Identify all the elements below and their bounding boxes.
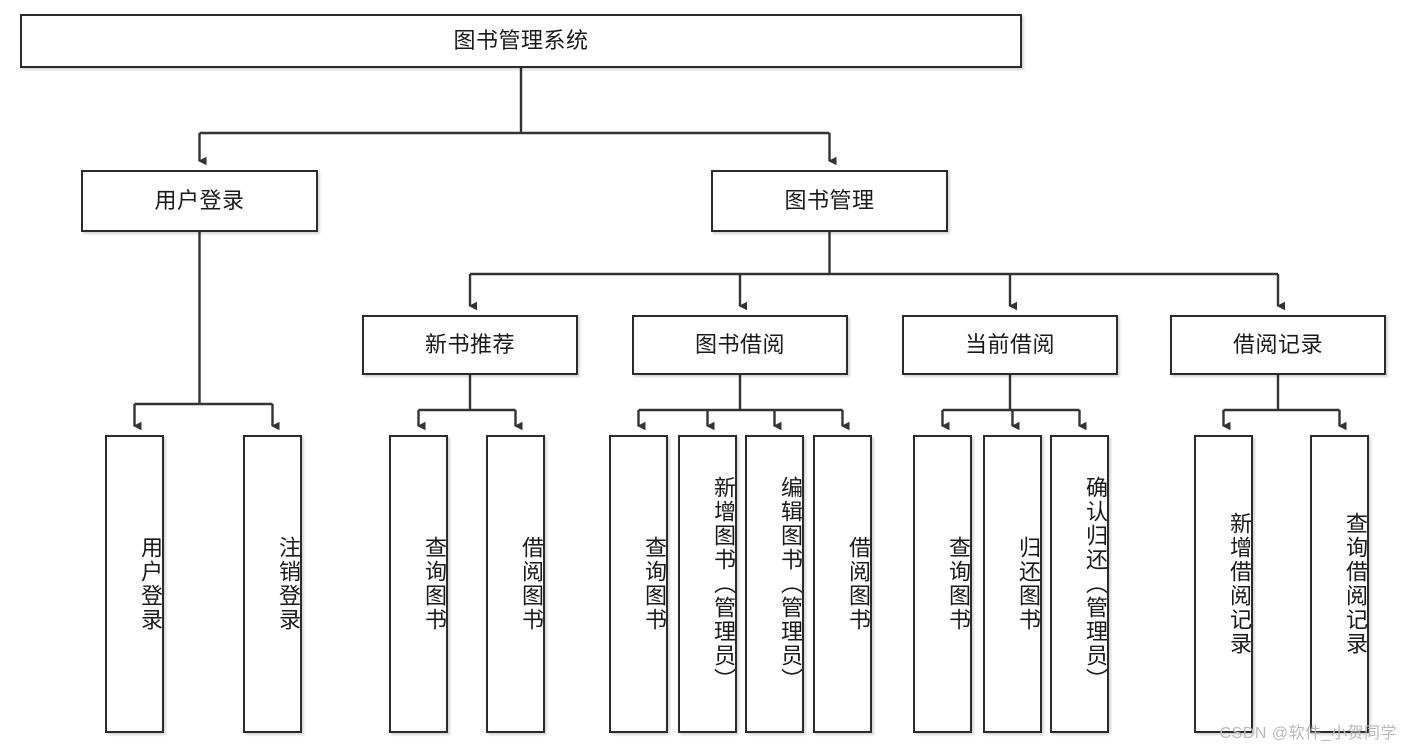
node-label: 借阅记录 [1232,331,1323,357]
node-user-login[interactable]: 用户登录 [81,170,318,232]
node-label: 新增借阅记录 [1227,512,1252,656]
node-loan-records[interactable]: 借阅记录 [1170,315,1386,375]
node-book-manage[interactable]: 图书管理 [711,170,948,232]
node-label: 查询图书 [642,536,667,632]
node-leaf-lr-add[interactable]: 新增借阅记录 [1194,435,1253,733]
node-current-loans[interactable]: 当前借阅 [902,315,1118,375]
node-label: 用户登录 [138,536,163,632]
node-label: 确认归还（管理员） [1083,476,1108,692]
node-leaf-cl-query[interactable]: 查询图书 [913,435,972,733]
node-leaf-user-logout[interactable]: 注销登录 [243,435,302,733]
node-label: 图书借阅 [694,331,785,357]
node-label: 图书管理 [784,187,875,213]
node-label: 归还图书 [1016,536,1041,632]
node-label: 借阅图书 [846,536,871,632]
node-label: 当前借阅 [964,331,1055,357]
node-leaf-cl-return[interactable]: 归还图书 [983,435,1042,733]
node-leaf-user-login[interactable]: 用户登录 [105,435,164,733]
node-leaf-lr-query[interactable]: 查询借阅记录 [1310,435,1369,733]
node-label: 新书推荐 [424,331,515,357]
node-leaf-bb-borrow[interactable]: 借阅图书 [813,435,872,733]
node-leaf-rec-borrow[interactable]: 借阅图书 [486,435,545,733]
node-label: 查询借阅记录 [1343,512,1368,656]
node-leaf-cl-confirm[interactable]: 确认归还（管理员） [1050,435,1109,733]
node-leaf-bb-add[interactable]: 新增图书（管理员） [678,435,737,733]
node-leaf-bb-query[interactable]: 查询图书 [609,435,668,733]
node-label: 借阅图书 [519,536,544,632]
node-new-book-rec[interactable]: 新书推荐 [362,315,578,375]
watermark: CSDN @软件_小贺同学 [1219,725,1397,742]
node-root[interactable]: 图书管理系统 [20,14,1022,68]
node-label: 用户登录 [154,187,245,213]
node-label: 图书管理系统 [453,27,589,53]
node-label: 查询图书 [946,536,971,632]
node-leaf-bb-edit[interactable]: 编辑图书（管理员） [745,435,804,733]
node-leaf-rec-query[interactable]: 查询图书 [389,435,448,733]
node-book-borrow[interactable]: 图书借阅 [632,315,848,375]
node-label: 注销登录 [276,536,301,632]
node-label: 新增图书（管理员） [711,476,736,692]
node-label: 编辑图书（管理员） [778,476,803,692]
node-label: 查询图书 [422,536,447,632]
